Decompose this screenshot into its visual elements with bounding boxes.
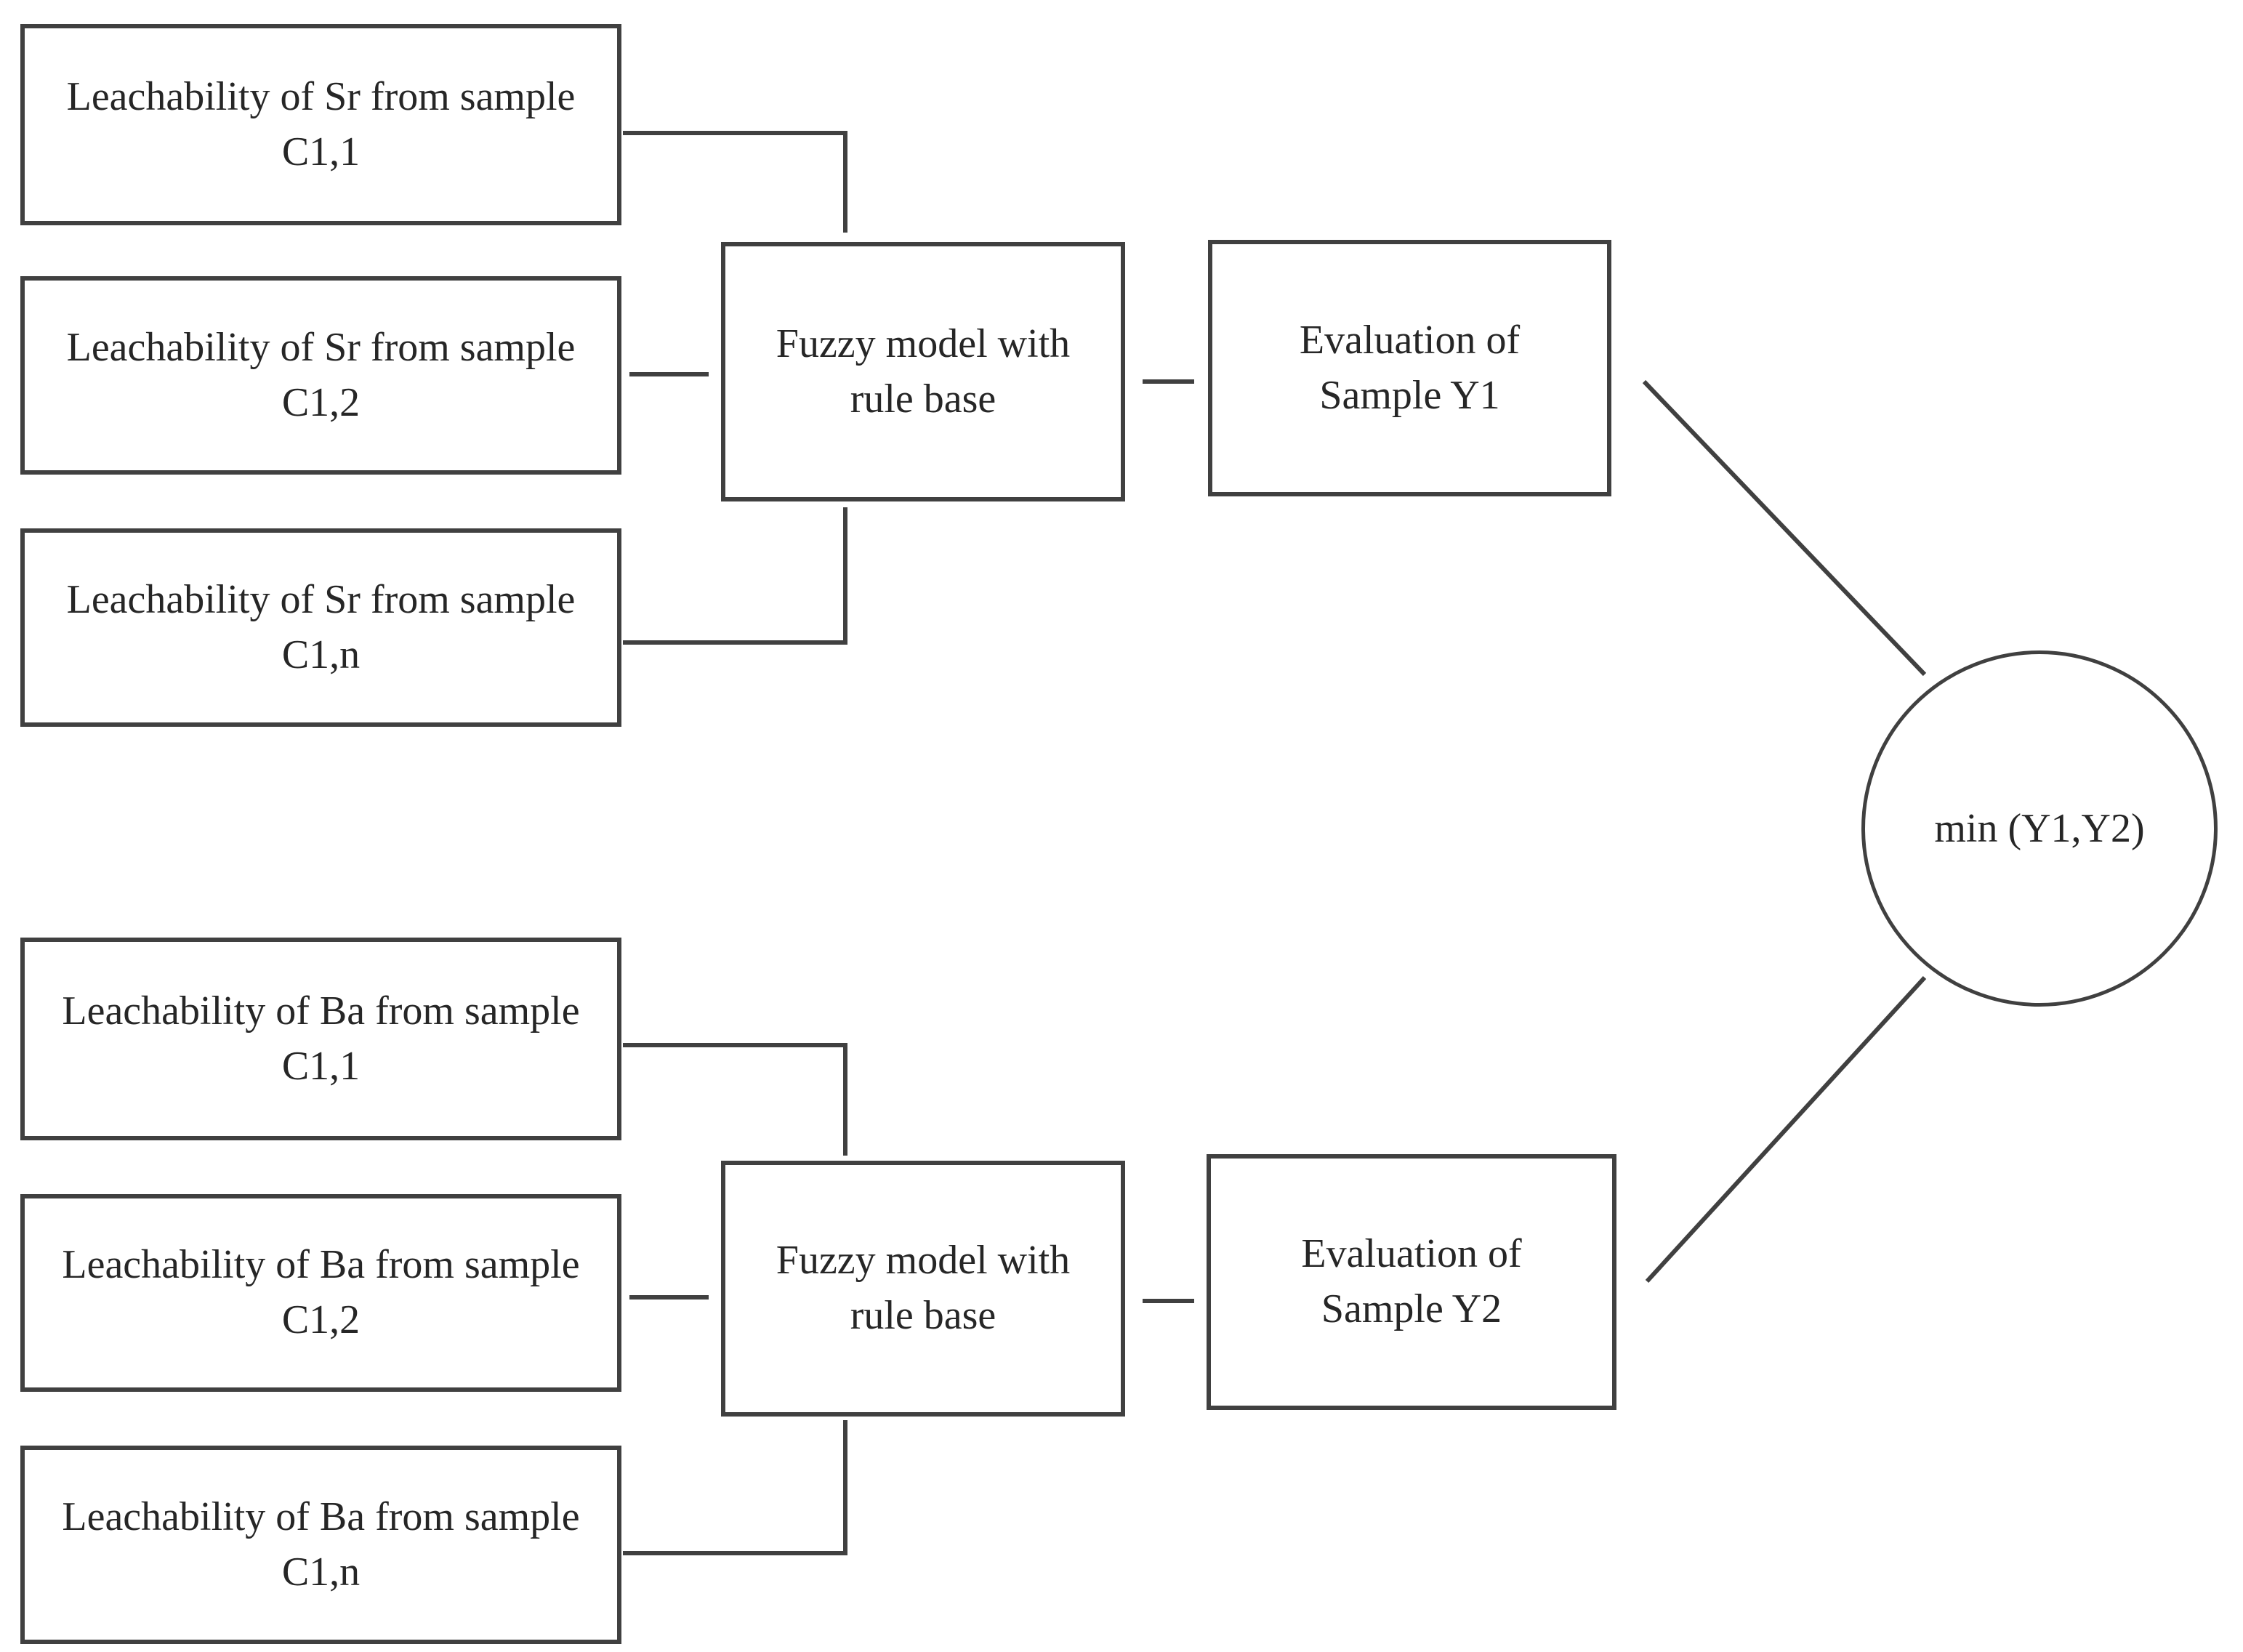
connector-ba-c1n-to-fuzzy xyxy=(623,1420,847,1555)
evaluation-label-line1: Evaluation of xyxy=(1301,1231,1522,1277)
evaluation-y1-box: Evaluation of Sample Y1 xyxy=(1208,240,1611,496)
input-box-sr-c12: Leachability of Sr from sample C1,2 xyxy=(20,276,621,475)
fuzzy-model-label-line2: rule base xyxy=(850,376,996,422)
connector-sr-c1n-to-fuzzy xyxy=(623,507,847,645)
fuzzy-model-label-line1: Fuzzy model with xyxy=(776,321,1071,366)
fuzzy-model-box-bottom: Fuzzy model with rule base xyxy=(721,1161,1125,1417)
input-box-label-line1: Leachability of Sr from sample xyxy=(66,576,576,622)
fuzzy-model-label-line2: rule base xyxy=(850,1293,996,1338)
input-box-label-line2: C1,2 xyxy=(281,1297,361,1342)
input-box-sr-c11: Leachability of Sr from sample C1,1 xyxy=(20,24,621,225)
evaluation-label-line2: Sample Y2 xyxy=(1321,1286,1502,1331)
evaluation-label-line1: Evaluation of xyxy=(1299,317,1521,363)
input-box-ba-c11: Leachability of Ba from sample C1,1 xyxy=(20,938,621,1140)
connector-eval1-to-min xyxy=(1642,379,1927,677)
input-box-ba-c1n: Leachability of Ba from sample C1,n xyxy=(20,1446,621,1644)
input-box-label-line2: C1,n xyxy=(281,1549,361,1595)
input-box-label-line1: Leachability of Ba from sample xyxy=(62,1242,580,1288)
input-box-label-line1: Leachability of Ba from sample xyxy=(62,988,580,1033)
input-box-label-line1: Leachability of Ba from sample xyxy=(62,1494,580,1539)
fuzzy-model-label-line1: Fuzzy model with xyxy=(776,1238,1071,1284)
evaluation-label-line2: Sample Y1 xyxy=(1319,372,1500,418)
min-aggregator-label: min (Y1,Y2) xyxy=(1934,806,2145,851)
input-box-label-line1: Leachability of Sr from sample xyxy=(66,73,576,119)
min-aggregator-node: min (Y1,Y2) xyxy=(1861,650,2218,1007)
connector-eval2-to-min xyxy=(1645,975,1927,1284)
input-box-label-line2: C1,n xyxy=(281,632,361,677)
connector-sr-c11-to-fuzzy xyxy=(623,131,847,233)
input-box-label-line2: C1,1 xyxy=(281,1043,361,1089)
input-box-label-line2: C1,2 xyxy=(281,379,361,425)
input-box-label-line1: Leachability of Sr from sample xyxy=(66,324,576,370)
input-box-label-line2: C1,1 xyxy=(281,129,361,174)
evaluation-y2-box: Evaluation of Sample Y2 xyxy=(1207,1154,1616,1410)
input-box-ba-c12: Leachability of Ba from sample C1,2 xyxy=(20,1194,621,1392)
fuzzy-model-box-top: Fuzzy model with rule base xyxy=(721,242,1125,501)
input-box-sr-c1n: Leachability of Sr from sample C1,n xyxy=(20,528,621,727)
connector-ba-c11-to-fuzzy xyxy=(623,1043,847,1156)
